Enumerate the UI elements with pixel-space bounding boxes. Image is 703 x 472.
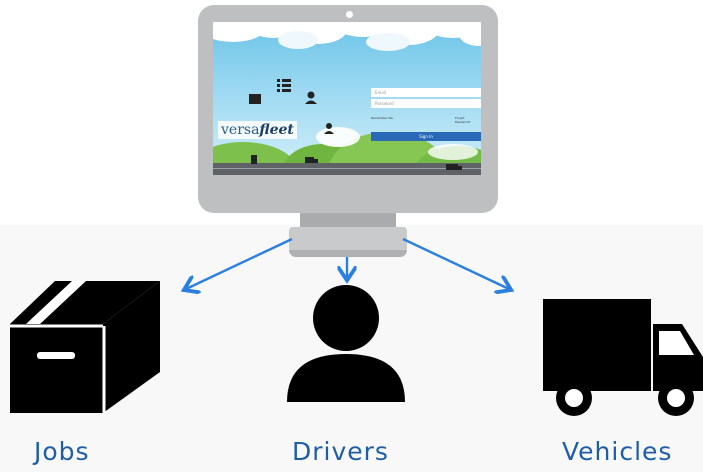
webcam-dot xyxy=(346,11,353,18)
person-icon xyxy=(287,285,405,402)
sign-in-button[interactable]: Sign In xyxy=(371,132,481,141)
versafleet-logo: versafleet xyxy=(218,121,297,139)
forgot-password-link[interactable]: Forgot Password? xyxy=(455,116,471,124)
password-field[interactable]: Password xyxy=(371,99,481,108)
jobs-label: Jobs xyxy=(34,437,90,466)
clouds xyxy=(213,22,481,51)
arrow-to-jobs xyxy=(186,237,293,289)
email-field[interactable]: Email xyxy=(371,88,481,97)
drivers-label: Drivers xyxy=(292,437,389,466)
screen-scenery xyxy=(213,22,481,175)
monitor-stand-rim xyxy=(289,250,407,257)
box-icon xyxy=(10,281,160,413)
remember-me-checkbox[interactable]: Remember Me xyxy=(371,116,393,120)
arrow-to-vehicles xyxy=(402,237,509,289)
truck-icon xyxy=(543,299,703,416)
monitor-screen: versafleet Email Password Remember Me Fo… xyxy=(213,22,481,175)
logo-versa-text: versa xyxy=(221,122,260,138)
vehicles-label: Vehicles xyxy=(562,437,673,466)
logo-fleet-text: fleet xyxy=(259,122,294,138)
screen-icons xyxy=(249,79,462,170)
monitor-neck xyxy=(300,213,396,229)
